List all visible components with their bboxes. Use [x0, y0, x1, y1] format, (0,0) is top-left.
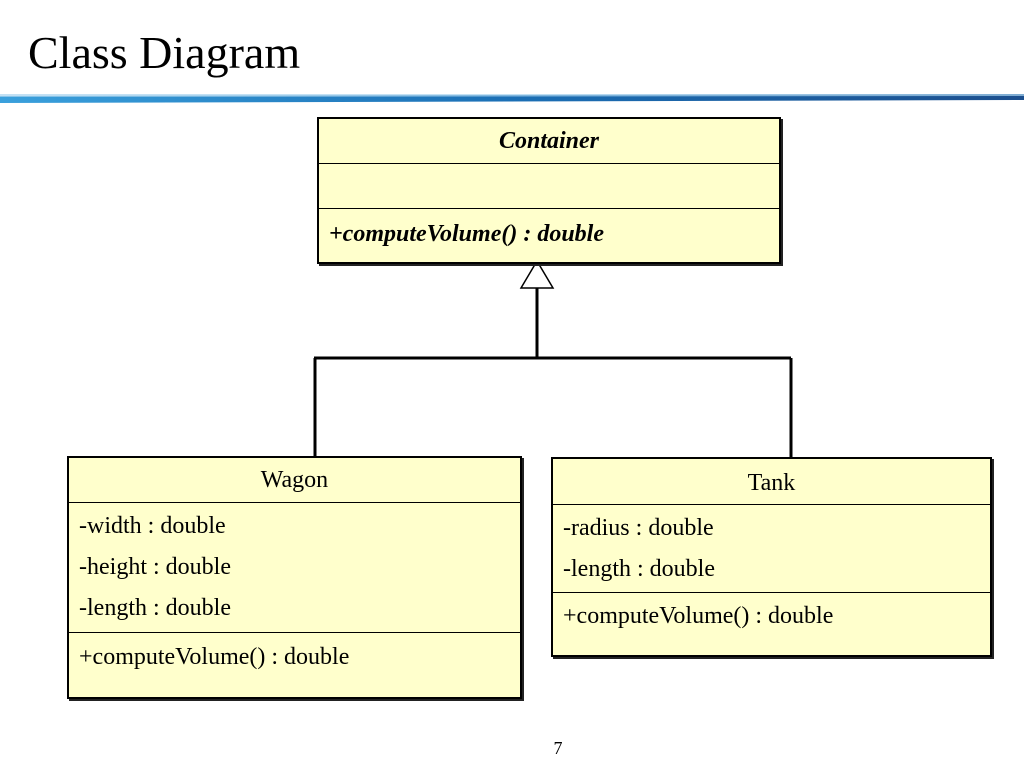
class-container-operations: +computeVolume() : double [319, 209, 779, 262]
attribute-length: -length : double [79, 595, 231, 621]
attribute-width: -width : double [79, 513, 226, 539]
generalization-arrowhead-icon [519, 259, 555, 289]
operation-compute-volume: +computeVolume() : double [79, 644, 350, 670]
class-wagon-operations: +computeVolume() : double [69, 633, 520, 697]
class-container: Container +computeVolume() : double [317, 117, 781, 264]
page-number: 7 [553, 738, 563, 758]
attribute-height: -height : double [79, 554, 231, 580]
title-underline-bar [0, 94, 1024, 103]
class-tank-attributes: -radius : double -length : double [553, 505, 990, 593]
class-container-attributes [319, 164, 779, 209]
class-tank-operations: +computeVolume() : double [553, 593, 990, 655]
attribute-radius: -radius : double [563, 515, 714, 541]
class-tank-name: Tank [553, 459, 990, 505]
operation-compute-volume: +computeVolume() : double [563, 603, 834, 629]
attribute-length: -length : double [563, 556, 715, 582]
operation-compute-volume: +computeVolume() : double [329, 221, 604, 247]
class-tank: Tank -radius : double -length : double +… [551, 457, 992, 657]
class-container-name: Container [319, 119, 779, 164]
slide-title: Class Diagram [28, 27, 301, 78]
class-wagon: Wagon -width : double -height : double -… [67, 456, 522, 699]
class-wagon-attributes: -width : double -height : double -length… [69, 503, 520, 633]
class-wagon-name: Wagon [69, 458, 520, 503]
